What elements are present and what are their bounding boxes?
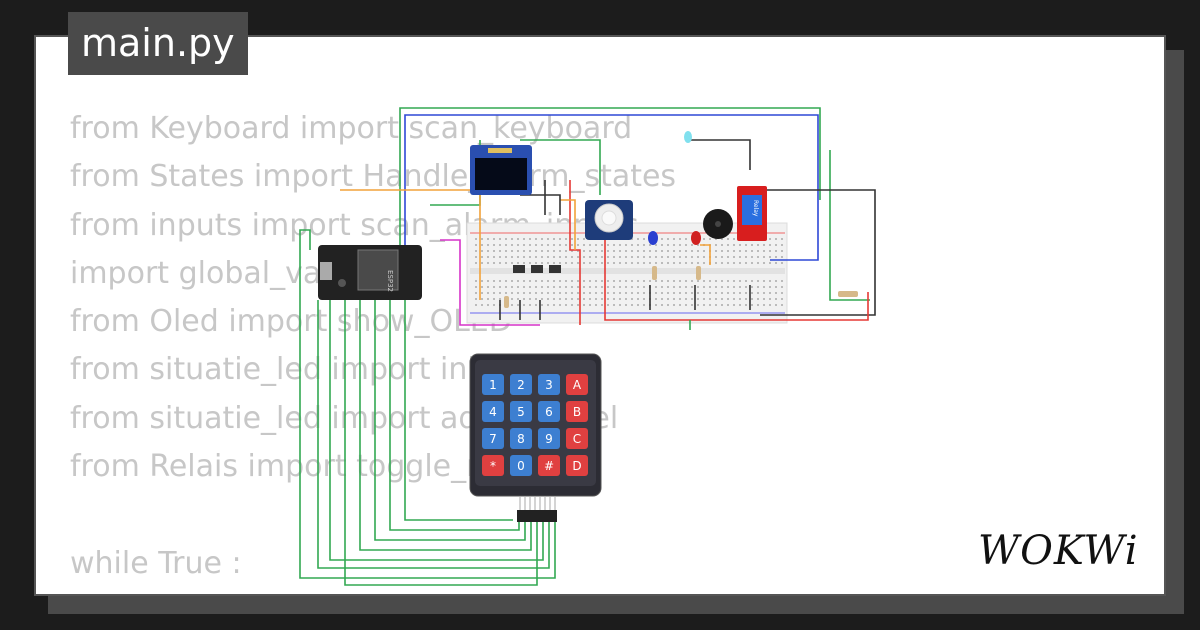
relay-label: Relay [752, 200, 759, 217]
wire-green [374, 300, 526, 541]
keypad-key: # [538, 455, 560, 476]
esp32-board: ESP32 [318, 245, 422, 300]
keypad-key: 1 [482, 374, 504, 395]
wire-green [359, 300, 532, 551]
wire-dark [760, 189, 876, 316]
keypad-key-label: 4 [489, 405, 497, 419]
wire-green [329, 300, 544, 561]
wokwi-logo: WOKWi [978, 528, 1139, 574]
keypad-key: 8 [510, 428, 532, 449]
keypad-key: 9 [538, 428, 560, 449]
keypad-key-label: B [573, 405, 581, 419]
wire-pink [440, 239, 540, 326]
code-line: while True : [70, 545, 242, 581]
keypad-key: 7 [482, 428, 504, 449]
push-buttons [513, 265, 561, 273]
keypad-key: * [482, 455, 504, 476]
led-cyan [684, 131, 692, 143]
led-blue [648, 231, 658, 245]
keypad-key: 0 [510, 455, 532, 476]
keypad-key-label: 9 [545, 432, 553, 446]
wire-dark [520, 194, 561, 215]
relay-module: Relay [737, 186, 767, 241]
wire-red [604, 230, 869, 321]
keypad-key-label: 0 [517, 459, 525, 473]
wire-dark [690, 139, 751, 170]
keypad-key: A [566, 374, 588, 395]
wire-green [399, 107, 821, 250]
wire-green [829, 150, 870, 301]
keypad-key-label: 3 [545, 378, 553, 392]
keypad-key: 5 [510, 401, 532, 422]
keypad-key: C [566, 428, 588, 449]
keypad-key-label: C [573, 432, 581, 446]
wire-green [389, 300, 520, 531]
keypad-key-label: * [490, 459, 496, 473]
keypad-key-label: 6 [545, 405, 553, 419]
keypad-key-label: A [573, 378, 582, 392]
wire-orange [560, 199, 576, 250]
keypad: 1 2 3 A 4 5 6 B 7 8 9 C * 0 # D [469, 353, 602, 522]
wire-green [404, 300, 513, 521]
keypad-key-label: D [572, 459, 581, 473]
keypad-key: B [566, 401, 588, 422]
keypad-key-label: 8 [517, 432, 525, 446]
keypad-key-label: # [544, 459, 554, 473]
wires [299, 107, 876, 586]
keypad-key: 3 [538, 374, 560, 395]
esp32-label: ESP32 [386, 270, 394, 292]
keypad-key-label: 7 [489, 432, 497, 446]
keypad-key: D [566, 455, 588, 476]
keypad-key-label: 2 [517, 378, 525, 392]
wire-orange [700, 244, 711, 265]
wire-green [299, 229, 556, 579]
keypad-key: 6 [538, 401, 560, 422]
keypad-key: 4 [482, 401, 504, 422]
keypad-key-label: 5 [517, 405, 525, 419]
keypad-key: 2 [510, 374, 532, 395]
wire-green [344, 300, 538, 586]
wire-green [317, 300, 550, 569]
oled-display [470, 145, 532, 195]
buzzer [703, 209, 733, 239]
wire-green [520, 139, 601, 195]
keypad-key-label: 1 [489, 378, 497, 392]
led-red [691, 231, 701, 245]
file-title-tab: main.py [68, 12, 248, 75]
resistors [504, 266, 858, 308]
pir-sensor [585, 200, 633, 240]
wire-blue [404, 114, 819, 261]
